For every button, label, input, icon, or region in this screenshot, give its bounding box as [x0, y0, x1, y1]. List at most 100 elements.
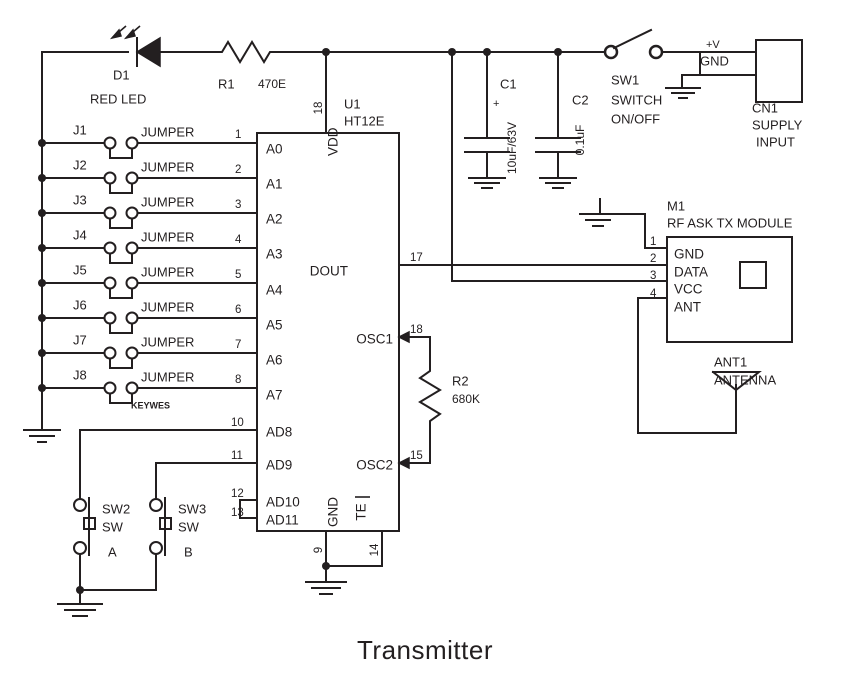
ground-left-rail: [23, 429, 61, 443]
jumper-j6[interactable]: J6 JUMPER 6: [38, 297, 258, 334]
switch-sw1[interactable]: SW1 SWITCH ON/OFF: [603, 28, 664, 126]
m1-pin-vcc: VCC: [674, 282, 703, 297]
m1-pin-4-num: 4: [650, 288, 657, 300]
jumper-j6-label: JUMPER: [141, 299, 194, 314]
sw3-type: SW: [178, 519, 200, 534]
d1-ref: D1: [113, 67, 130, 82]
jumper-j1-label: JUMPER: [141, 124, 194, 139]
antenna-ant1: ANT1 ANTENNA: [711, 354, 776, 409]
u1-pin-te: TE: [354, 503, 369, 520]
r1-ref: R1: [218, 76, 235, 91]
ground-switches: [57, 586, 103, 617]
c2-ref: C2: [572, 92, 589, 107]
u1-left-pins: A0 A1 A2 A3 A4 A5 A6 A7 AD8 AD9 AD10 AD1…: [266, 142, 300, 528]
jumper-j4[interactable]: J4 JUMPER 4: [38, 227, 258, 264]
page-title: Transmitter: [357, 635, 493, 665]
u1-pin-te-num: 14: [369, 543, 381, 556]
r2-value: 680K: [452, 392, 480, 406]
jumper-j5[interactable]: J5 JUMPER 5: [38, 262, 258, 299]
sw1-desc1: SWITCH: [611, 92, 662, 107]
sw2-designator: A: [108, 544, 117, 559]
u1-vdd-pin-num: 18: [313, 102, 325, 115]
m1-pin-ant: ANT: [674, 300, 701, 315]
switch-sw3[interactable]: SW3 SW B: [79, 497, 206, 591]
m1-pin-2-num: 2: [650, 253, 656, 265]
jumper-j8-ref: J8: [73, 367, 87, 382]
jumper-j2-ref: J2: [73, 157, 87, 172]
overlap-artifact-text: KEYWES: [131, 400, 170, 410]
jumper-j4-label: JUMPER: [141, 229, 194, 244]
u1-pin-gnd-num: 9: [313, 547, 325, 553]
c1-polarity: +: [493, 98, 499, 110]
r1-value: 470E: [258, 77, 286, 91]
u1-ref: U1: [344, 96, 361, 111]
cn1-desc2: INPUT: [756, 134, 795, 149]
vdd-net: 18: [313, 48, 330, 134]
u1-pin-a3: A3: [266, 247, 283, 262]
jumper-j7-ref: J7: [73, 332, 87, 347]
jumper-j1[interactable]: J1 JUMPER 1: [38, 122, 258, 159]
u1-pin-osc2: OSC2: [356, 458, 393, 473]
u1-part: HT12E: [344, 113, 385, 128]
cn1-ref: CN1: [752, 100, 778, 115]
switch-sw2[interactable]: SW2 SW A: [73, 497, 130, 591]
u1-pin-a2: A2: [266, 212, 283, 227]
jumper-j2-pin: 2: [235, 164, 241, 176]
sw3-designator: B: [184, 544, 193, 559]
u1-pin-osc2-num: 15: [410, 450, 423, 462]
resistor-r1: R1 470E: [215, 40, 286, 91]
jumper-j2[interactable]: J2 JUMPER 2: [38, 157, 258, 194]
jumper-j7-pin: 7: [235, 339, 241, 351]
u1-pin-ad9-num: 11: [231, 450, 243, 462]
jumper-j1-pin: 1: [235, 129, 241, 141]
resistor-r2: 18 15 R2 680K: [397, 324, 480, 470]
jumper-j7[interactable]: J7 JUMPER 7: [38, 332, 258, 369]
sw3-ref: SW3: [178, 501, 206, 516]
sw2-type: SW: [102, 519, 124, 534]
u1-pin-ad8: AD8: [266, 425, 292, 440]
jumper-j5-label: JUMPER: [141, 264, 194, 279]
u1-pin-ad10-num: 12: [231, 488, 244, 500]
jumper-j5-ref: J5: [73, 262, 87, 277]
u1-pin-a5: A5: [266, 318, 283, 333]
u1-pin-vdd: VDD: [326, 127, 341, 156]
m1-desc: RF ASK TX MODULE: [667, 215, 793, 230]
u1-pin-a7: A7: [266, 388, 283, 403]
ic-u1: U1 HT12E VDD DOUT OSC1 OSC2 GND TE: [256, 96, 400, 532]
u1-pin-dout-num: 17: [410, 252, 423, 264]
c1-ref: C1: [500, 76, 517, 91]
m1-pin-gnd: GND: [674, 247, 704, 262]
jumper-j8-label: JUMPER: [141, 369, 194, 384]
sw1-ref: SW1: [611, 72, 639, 87]
sw1-desc2: ON/OFF: [611, 111, 660, 126]
u1-pin-a1: A1: [266, 177, 283, 192]
cn1-net-gnd: GND: [700, 53, 729, 68]
u1-pin-ad9: AD9: [266, 458, 292, 473]
connector-cn1: +V GND CN1 SUPPLY INPUT: [665, 39, 803, 149]
jumper-j7-label: JUMPER: [141, 334, 194, 349]
jumper-j1-ref: J1: [73, 122, 87, 137]
dout-net: 17: [398, 252, 668, 266]
jumper-j3-label: JUMPER: [141, 194, 194, 209]
led-d1: D1 RED LED: [90, 25, 161, 106]
c2-value: 0.1uF: [573, 125, 587, 156]
jumper-j4-ref: J4: [73, 227, 87, 242]
module-m1: M1 RF ASK TX MODULE GND DATA VCC ANT 1 2…: [579, 198, 793, 434]
jumper-j5-pin: 5: [235, 269, 241, 281]
jumper-j8[interactable]: J8 JUMPER 8 KEYWES: [38, 367, 258, 410]
cn1-desc1: SUPPLY: [752, 117, 803, 132]
jumper-j2-label: JUMPER: [141, 159, 194, 174]
jumper-network[interactable]: J1 JUMPER 1 J2 JUMPER 2 J3 JUMPER 3: [38, 122, 258, 410]
m1-ref: M1: [667, 198, 685, 213]
m1-pin-data: DATA: [674, 265, 708, 280]
ground-u1: 9 14: [305, 530, 383, 595]
jumper-j3-ref: J3: [73, 192, 87, 207]
m1-pin-3-num: 3: [650, 270, 656, 282]
jumper-j3[interactable]: J3 JUMPER 3: [38, 192, 258, 229]
jumper-j4-pin: 4: [235, 234, 242, 246]
u1-pin-ad11: AD11: [266, 513, 299, 528]
u1-pin-osc1: OSC1: [356, 332, 393, 347]
c1-value: 10uF/63V: [505, 122, 519, 174]
